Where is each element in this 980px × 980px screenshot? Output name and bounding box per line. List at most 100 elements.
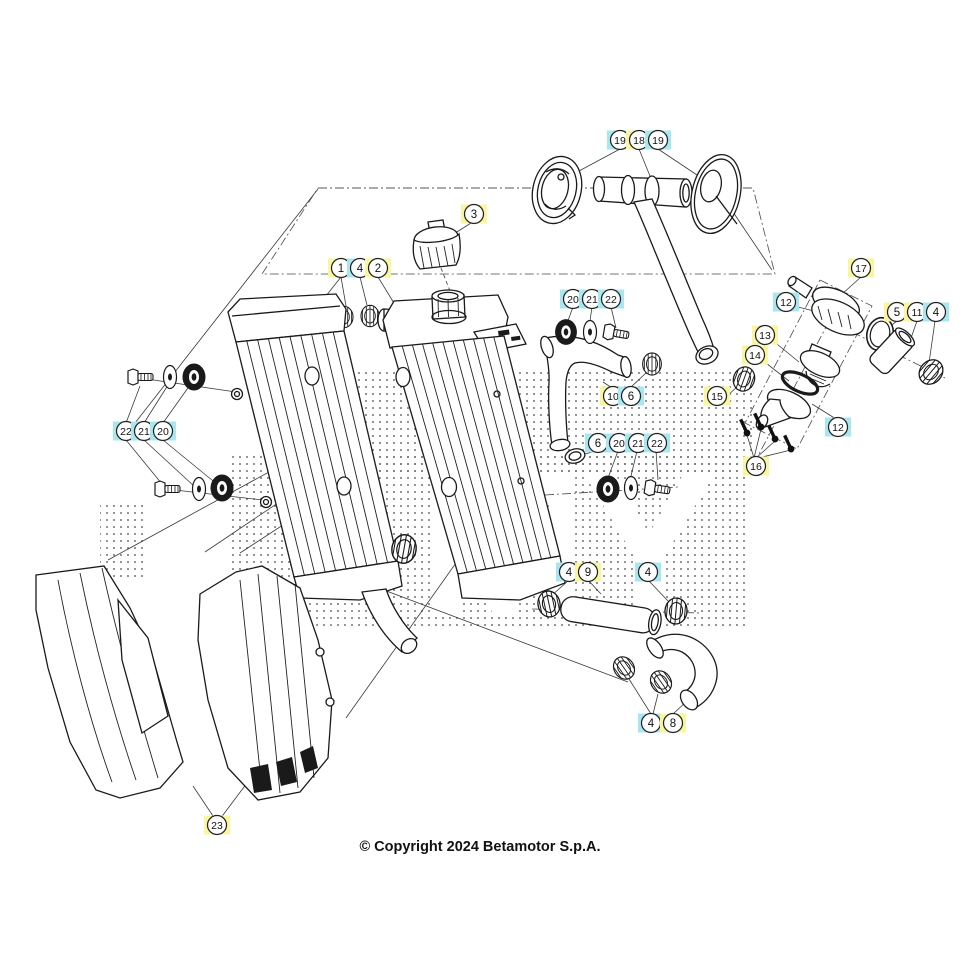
callout-circle — [463, 203, 485, 225]
callout-22[interactable]: 22 — [598, 288, 624, 310]
callout-number: 2 — [375, 263, 381, 275]
callout-circle — [827, 416, 849, 438]
callout-number: 20 — [613, 438, 625, 450]
callout-19[interactable]: 19 — [645, 129, 671, 151]
callout-circle — [706, 385, 728, 407]
callout-number: 20 — [567, 294, 579, 306]
copyright-text: © Copyright 2024 Betamotor S.p.A. — [359, 839, 600, 855]
callout-number: 19 — [614, 135, 626, 147]
callout-22[interactable]: 22 — [644, 432, 670, 454]
callout-number: 6 — [628, 391, 634, 403]
middle-hardware-axis — [544, 486, 679, 496]
callout-15[interactable]: 15 — [704, 385, 730, 407]
callout-20[interactable]: 20 — [150, 420, 176, 442]
callout-circle — [925, 301, 947, 323]
callout-6[interactable]: 6 — [585, 432, 611, 454]
straight-hose-drawing — [534, 588, 689, 636]
louver-panel-right-drawing — [197, 565, 335, 801]
callout-circle — [620, 385, 642, 407]
callout-number: 22 — [120, 426, 132, 438]
callout-number: 5 — [894, 307, 900, 319]
mounting-hardware-top-middle-drawing — [555, 319, 631, 345]
callout-4[interactable]: 4 — [635, 561, 661, 583]
construction-box-thermostat — [744, 279, 873, 450]
callout-number: 21 — [586, 294, 598, 306]
louver-panel-left-drawing — [35, 565, 184, 799]
callout-number: 4 — [933, 307, 940, 319]
pump-gasket-disc-drawing — [690, 154, 742, 234]
water-pump-cover-drawing — [531, 155, 583, 225]
callout-number: 4 — [566, 567, 573, 579]
callout-circle — [367, 257, 389, 279]
callout-circle — [745, 455, 767, 477]
callout-circle — [775, 291, 797, 313]
callout-3[interactable]: 3 — [461, 203, 487, 225]
thermostat-cover-drawing — [787, 275, 865, 336]
callout-number: 4 — [357, 263, 364, 275]
callout-number: 1 — [338, 263, 344, 275]
callout-number: 11 — [912, 307, 923, 319]
callout-circle — [637, 561, 659, 583]
callout-17[interactable]: 17 — [848, 257, 874, 279]
y-hose-drawing — [540, 335, 662, 464]
thermostat-assembly-drawing — [737, 275, 865, 454]
callout-number: 20 — [157, 426, 169, 438]
callout-number: 18 — [633, 135, 645, 147]
callout-number: 19 — [652, 135, 664, 147]
callout-number: 8 — [670, 718, 676, 730]
callout-number: 22 — [651, 438, 663, 450]
callout-12[interactable]: 12 — [825, 416, 851, 438]
callout-number: 10 — [607, 391, 619, 403]
callout-6[interactable]: 6 — [618, 385, 644, 407]
callout-circle — [577, 561, 599, 583]
callout-number: 16 — [750, 461, 762, 473]
callout-23[interactable]: 23 — [204, 814, 230, 836]
callout-number: 15 — [711, 391, 723, 403]
callout-8[interactable]: 8 — [660, 712, 686, 734]
hose-sleeve-drawing — [869, 327, 916, 375]
callout-number: 22 — [605, 294, 617, 306]
callout-circle — [662, 712, 684, 734]
callout-number: 3 — [471, 209, 477, 221]
callout-4[interactable]: 4 — [923, 301, 949, 323]
mounting-hardware-bottom-left-drawing — [154, 474, 234, 502]
callout-number: 4 — [648, 718, 655, 730]
callout-circle — [647, 129, 669, 151]
callout-circle — [646, 432, 668, 454]
callout-number: 12 — [780, 297, 792, 309]
thermostat-drawing — [799, 343, 841, 388]
callout-16[interactable]: 16 — [743, 455, 769, 477]
callout-circle — [744, 344, 766, 366]
callout-number: 14 — [749, 350, 761, 362]
callout-number: 4 — [645, 567, 652, 579]
thermostat-gasket-drawing — [780, 370, 820, 396]
callout-number: 23 — [211, 820, 223, 832]
elbow-hose-drawing — [608, 633, 718, 711]
oring-drawing — [564, 448, 586, 464]
radiator-right-drawing — [377, 289, 566, 601]
callout-circle — [754, 324, 776, 346]
clamp-nut-drawing — [913, 354, 949, 390]
callout-9[interactable]: 9 — [575, 561, 601, 583]
radiator-cap-drawing — [412, 219, 461, 270]
callout-number: 9 — [585, 567, 591, 579]
callout-number: 21 — [138, 426, 150, 438]
callout-number: 12 — [832, 422, 844, 434]
callout-circle — [206, 814, 228, 836]
callout-12[interactable]: 12 — [773, 291, 799, 313]
callout-circle — [600, 288, 622, 310]
callout-number: 17 — [855, 263, 867, 275]
callout-number: 21 — [632, 438, 644, 450]
callout-2[interactable]: 2 — [365, 257, 391, 279]
radiator-left-drawing — [227, 293, 420, 655]
coolant-pipe-drawing — [592, 174, 719, 365]
callout-14[interactable]: 14 — [742, 344, 768, 366]
hose-ring-drawing — [642, 352, 662, 376]
callout-13[interactable]: 13 — [752, 324, 778, 346]
thermostat-housing-drawing — [755, 388, 812, 430]
callout-number: 13 — [759, 330, 771, 342]
callout-circle — [152, 420, 174, 442]
